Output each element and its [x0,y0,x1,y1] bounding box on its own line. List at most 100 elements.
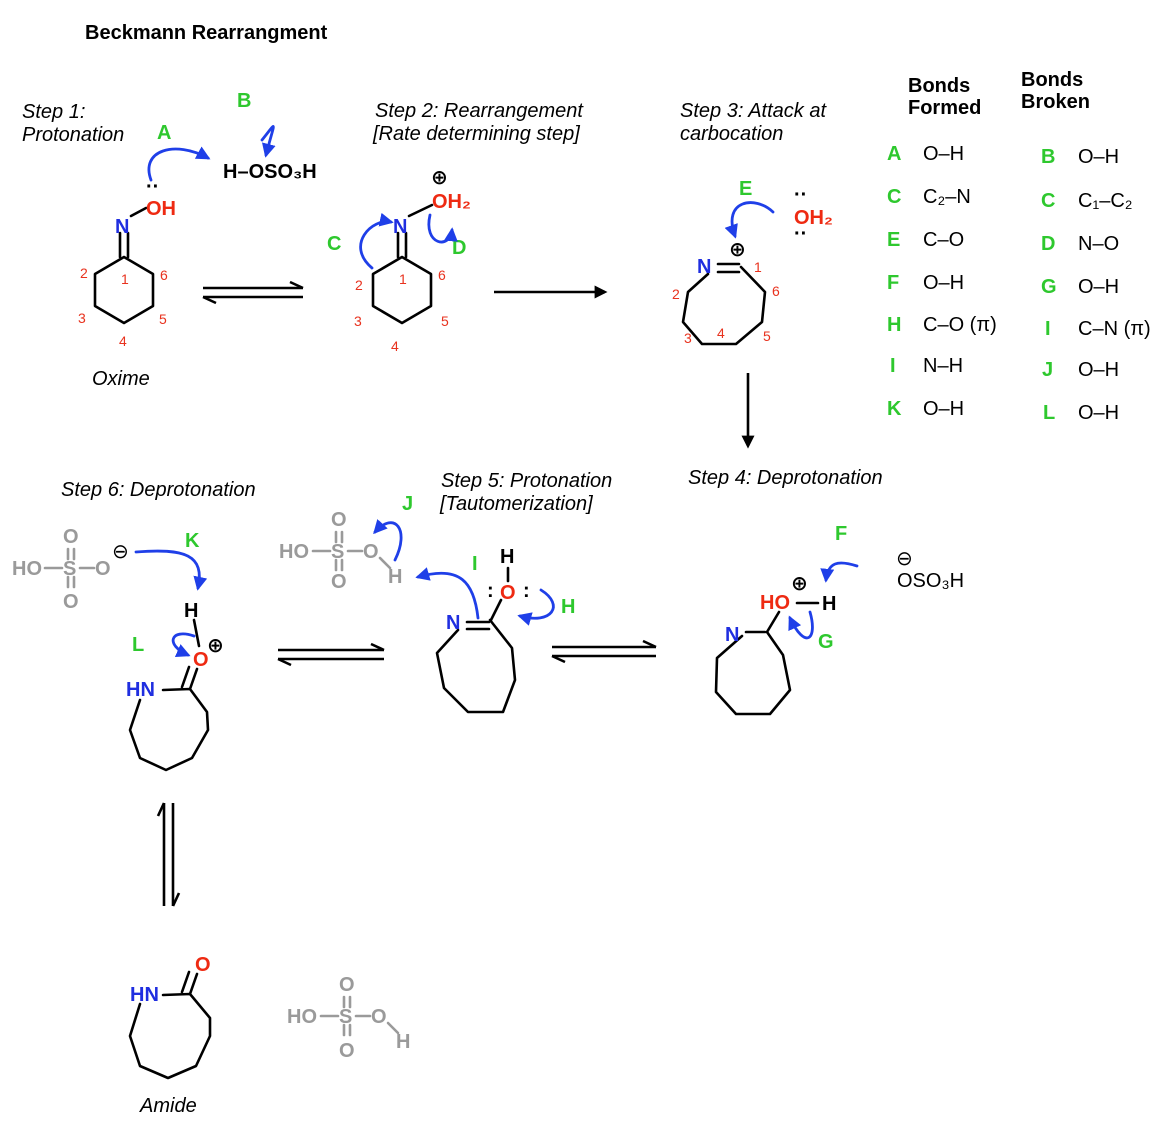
label-k: K [185,530,200,552]
carbocation-charge: ⊕ [729,239,746,261]
svg-text:L: L [1043,402,1055,424]
svg-text:O: O [339,1040,355,1062]
oxonium-charge-step6: ⊕ [207,635,224,657]
arrow-b [260,125,276,158]
amide-ring-step6 [128,687,210,772]
amide-carbonyl-oxygen: O [195,954,211,976]
svg-text:O: O [331,509,347,531]
svg-text:I: I [1045,318,1051,340]
formed-header-1: Bonds [908,75,970,97]
svg-text:C–O: C–O [923,229,964,251]
step5-label: Step 5: Protonation [441,470,612,492]
iminol-hydrogen-step5: H [500,546,514,568]
protonated-oxime-ring [371,255,433,325]
svg-text:5: 5 [159,311,167,327]
sulfuric-acid-product: HO S O O O H [287,974,410,1062]
acidic-proton-step4: H [822,593,836,615]
svg-text:2: 2 [672,286,680,302]
nitrilium-nitrogen: N [697,256,711,278]
oxonium-group: OH₂ [432,191,471,213]
amide-ring [128,992,212,1080]
oxime-no-bond [129,206,148,218]
formed-header-2: Formed [908,97,981,119]
label-a: A [157,122,171,144]
svg-text:C–N (π): C–N (π) [1078,318,1151,340]
label-d: D [452,237,466,259]
svg-text:O: O [331,571,347,593]
svg-text:6: 6 [772,283,780,299]
arrow-a [147,146,211,182]
svg-text:H: H [887,314,901,336]
svg-text:F: F [887,272,899,294]
amide-nh-step6: HN [126,679,155,701]
arrow-c [359,212,394,270]
svg-text:4: 4 [391,338,399,354]
svg-text:S: S [339,1006,352,1028]
svg-text::: : [523,580,530,602]
bisulfate-base: OSO₃H [897,570,964,592]
svg-text:D: D [1041,233,1055,255]
label-c: C [327,233,341,255]
amide-caption: Amide [139,1095,197,1117]
arrow-l [171,632,196,657]
oxime-lone-pair: ·· [146,176,159,198]
label-f: F [835,523,847,545]
label-g: G [818,631,834,653]
svg-text:C: C [887,186,901,208]
svg-text:O–H: O–H [1078,146,1119,168]
diagram-title: Beckmann Rearrangment [85,22,328,44]
svg-text:B: B [1041,146,1055,168]
svg-text:C–O (π): C–O (π) [923,314,997,336]
step4-label: Step 4: Deprotonation [688,467,883,489]
svg-text:5: 5 [763,328,771,344]
amide-oxygen-step6: O [193,649,209,671]
svg-text:1: 1 [399,271,407,287]
step3-desc: carbocation [680,123,783,145]
arrow-d [427,213,458,244]
svg-text:C: C [1041,190,1055,212]
svg-text:5: 5 [441,313,449,329]
arrow-h [517,588,555,626]
amide-product-structure: HN O [128,954,212,1080]
equilibrium-arrow-1 [202,280,304,305]
arrow-k [134,549,208,591]
svg-text:O: O [63,591,79,613]
arrow-g [788,610,814,640]
svg-text:HO: HO [12,558,42,580]
svg-text:S: S [63,558,76,580]
svg-text:6: 6 [438,267,446,283]
svg-text:A: A [887,143,901,165]
svg-text:K: K [887,398,902,420]
oxonium-hydroxyl-step4: HO [760,592,790,614]
svg-text:··: ·· [794,184,807,206]
svg-text:O–H: O–H [923,143,964,165]
svg-text:J: J [1042,359,1053,381]
svg-text:O: O [363,541,379,563]
equilibrium-arrow-6 [156,802,181,907]
step1-desc: Protonation [22,124,124,146]
svg-text:1: 1 [754,259,762,275]
step3-label: Step 3: Attack at [680,100,827,122]
svg-text:O–H: O–H [1078,359,1119,381]
svg-text:HO: HO [287,1006,317,1028]
bisulfate-charge: ⊖ [896,548,913,570]
step2-desc: [Rate determining step] [372,123,580,145]
step6-label: Step 6: Deprotonation [61,479,256,501]
arrow-f [820,561,859,583]
protonated-amide-structure: HN O H ⊕ [126,600,224,772]
arrow-j [373,519,403,562]
svg-text:2: 2 [355,277,363,293]
oxime-nitrogen: N [115,216,129,238]
nitrilium-structure: N ⊕ 1 2 3 4 5 6 [672,239,780,346]
svg-text:H: H [396,1031,410,1053]
equilibrium-arrow-5 [277,642,385,667]
svg-text:1: 1 [121,271,129,287]
svg-text:O–H: O–H [923,398,964,420]
oxime-hydroxyl: OH [146,198,176,220]
svg-text:C₁–C₂: C₁–C₂ [1078,190,1133,212]
label-e: E [739,178,752,200]
iminol-structure: N O H : : [435,546,530,714]
sulfuric-acid-step5: HO S O O O H [279,509,402,593]
